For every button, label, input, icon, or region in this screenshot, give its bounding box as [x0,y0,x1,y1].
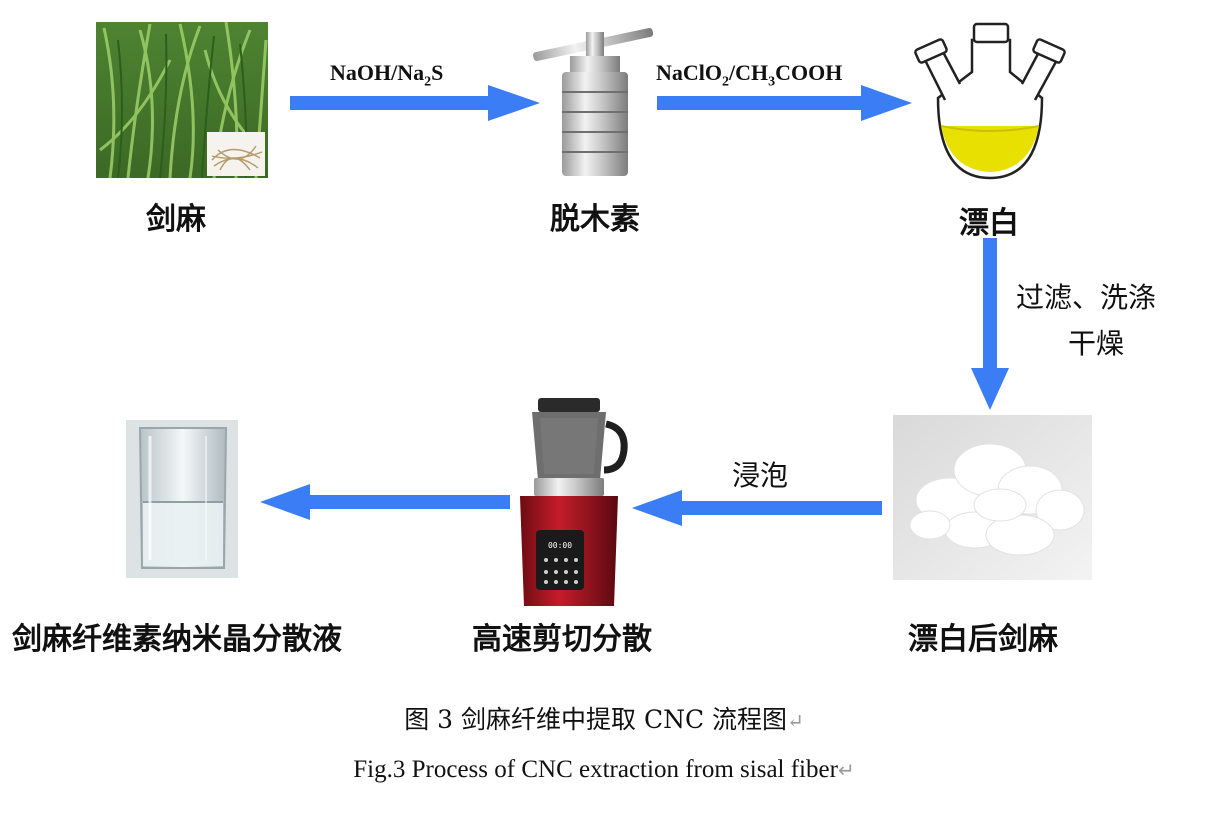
reagent-label-naoh: NaOH/Na2S [330,60,444,90]
step-label-dry: 干燥 [1068,327,1125,360]
bleached-sisal-image [893,415,1092,580]
blender-image: 00:00 [520,398,628,606]
beaker-dispersion-image [126,420,238,578]
node-label-shear-disperse: 高速剪切分散 [472,622,652,657]
figure-caption-zh: 图 3 剑麻纤维中提取 CNC 流程图↵ [404,705,804,734]
figure-caption-en: Fig.3 Process of CNC extraction from sis… [353,756,855,783]
reagent-label-naclo2: NaClO2/CH3COOH [656,60,843,90]
node-label-bleached-sisal: 漂白后剑麻 [908,622,1058,657]
node-label-dispersion: 剑麻纤维素纳米晶分散液 [12,622,342,657]
arrow-delignify-to-bleach [657,85,912,121]
sisal-plant-image [96,21,268,179]
svg-text:00:00: 00:00 [548,541,572,550]
node-label-sisal: 剑麻 [146,202,206,237]
arrow-blender-to-dispersion [260,484,510,520]
arrow-bleached-sisal-to-blender [632,490,882,526]
step-label-soak: 浸泡 [732,459,789,492]
node-label-bleach: 漂白 [959,206,1019,241]
step-label-filter-wash: 过滤、洗涤 [1016,281,1157,314]
three-neck-flask-image [914,22,1066,180]
arrow-sisal-to-delignify [290,85,540,121]
arrow-bleach-to-bleached-sisal [971,238,1009,410]
autoclave-image [533,27,654,176]
node-label-delignify: 脱木素 [550,202,640,237]
